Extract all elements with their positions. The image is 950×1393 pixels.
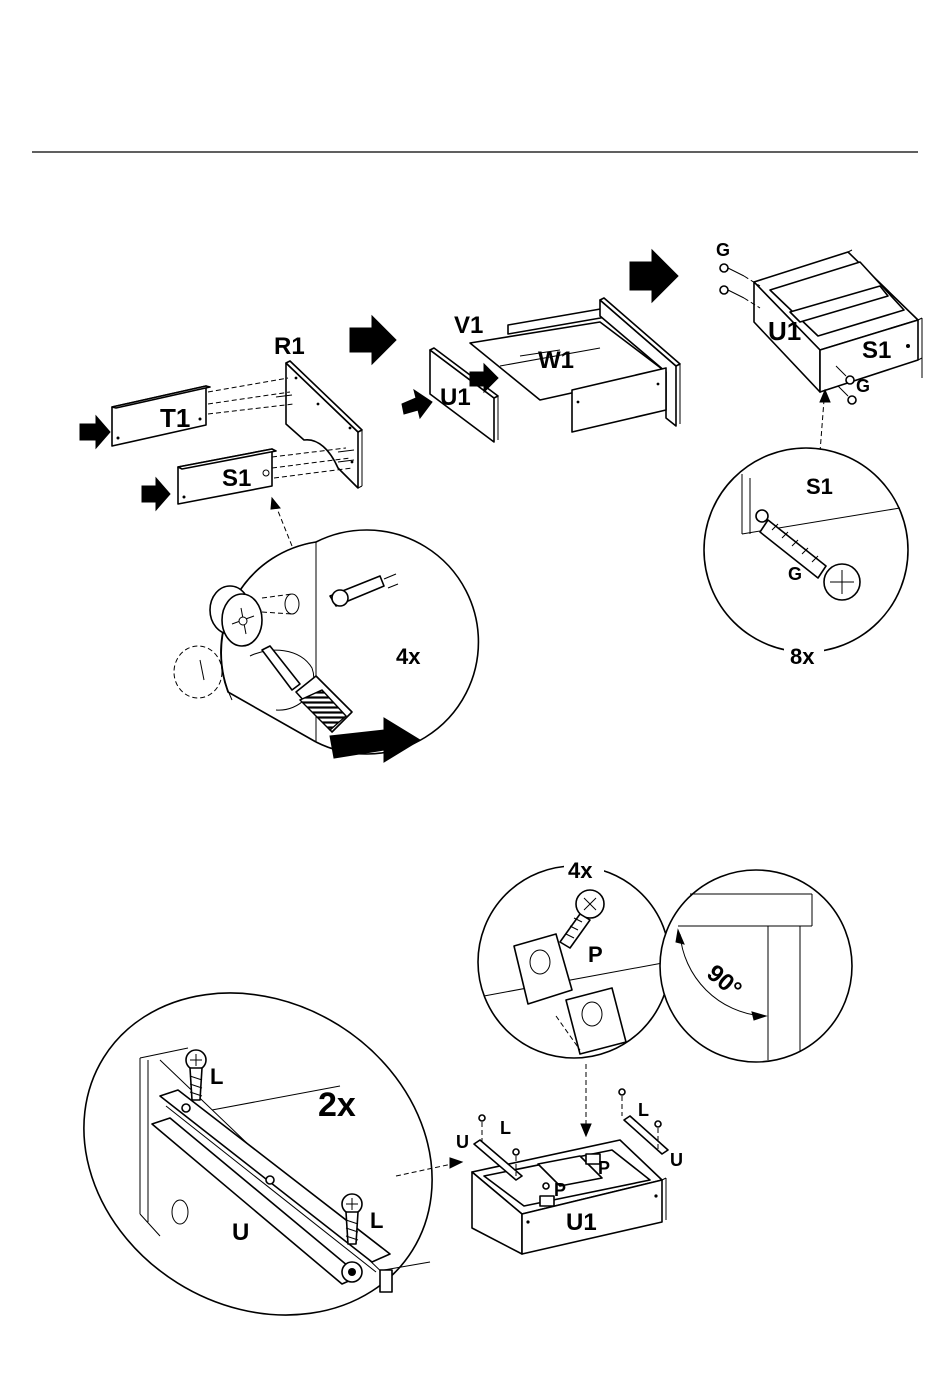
screw-icon xyxy=(543,1183,549,1189)
panel-r1 xyxy=(286,361,362,488)
label-g-top: G xyxy=(716,240,730,260)
label-u1-mid: U1 xyxy=(440,384,471,411)
label-u-right: U xyxy=(670,1150,683,1170)
label-g-right: G xyxy=(856,376,870,396)
label-l-right: L xyxy=(638,1100,649,1120)
label-u1-right: U1 xyxy=(768,316,801,346)
screw-icon xyxy=(479,1115,485,1142)
label-p-center: P xyxy=(554,1180,566,1200)
step-arrow-icon xyxy=(630,250,678,302)
screw-icon xyxy=(720,286,744,298)
detail-angle-90 xyxy=(660,870,852,1062)
detail-runner-screw xyxy=(23,929,493,1380)
push-arrow-icon xyxy=(80,416,110,448)
label-u-detail: U xyxy=(232,1219,249,1246)
screw-icon xyxy=(838,386,856,404)
push-arrow-icon xyxy=(142,478,170,510)
label-p-detail: P xyxy=(588,942,603,967)
label-u1-drawer: U1 xyxy=(566,1209,597,1236)
label-v1: V1 xyxy=(454,312,483,339)
step-runner-fixing: 4x P 90° U1 xyxy=(23,858,852,1379)
label-t1: T1 xyxy=(160,403,190,433)
push-arrow-icon xyxy=(402,390,432,418)
label-l-left: L xyxy=(500,1118,511,1138)
label-8x: 8x xyxy=(790,644,815,669)
label-2x: 2x xyxy=(318,1086,356,1124)
label-s1-right: S1 xyxy=(862,337,891,364)
screw-icon xyxy=(720,264,744,276)
step-screw-fixing: U1 S1 G G xyxy=(704,240,922,669)
label-l-detail-bottom: L xyxy=(370,1208,383,1233)
screw-icon xyxy=(619,1089,625,1116)
label-p-right: P xyxy=(598,1158,610,1178)
detail-stop-p xyxy=(478,866,670,1058)
label-w1: W1 xyxy=(538,347,574,374)
label-l-detail-top: L xyxy=(210,1064,223,1089)
step-arrow-icon xyxy=(350,316,396,364)
label-s1-left: S1 xyxy=(222,465,251,492)
step-drawer-frame-assembly: V1 W1 U1 xyxy=(402,298,680,442)
label-4x-bottom: 4x xyxy=(568,858,593,883)
label-4x-top: 4x xyxy=(396,644,421,669)
label-s1-detail: S1 xyxy=(806,474,833,499)
label-u-left: U xyxy=(456,1132,469,1152)
detail-cam-lock xyxy=(174,530,478,762)
label-r1: R1 xyxy=(274,333,305,360)
label-g-detail: G xyxy=(788,564,802,584)
